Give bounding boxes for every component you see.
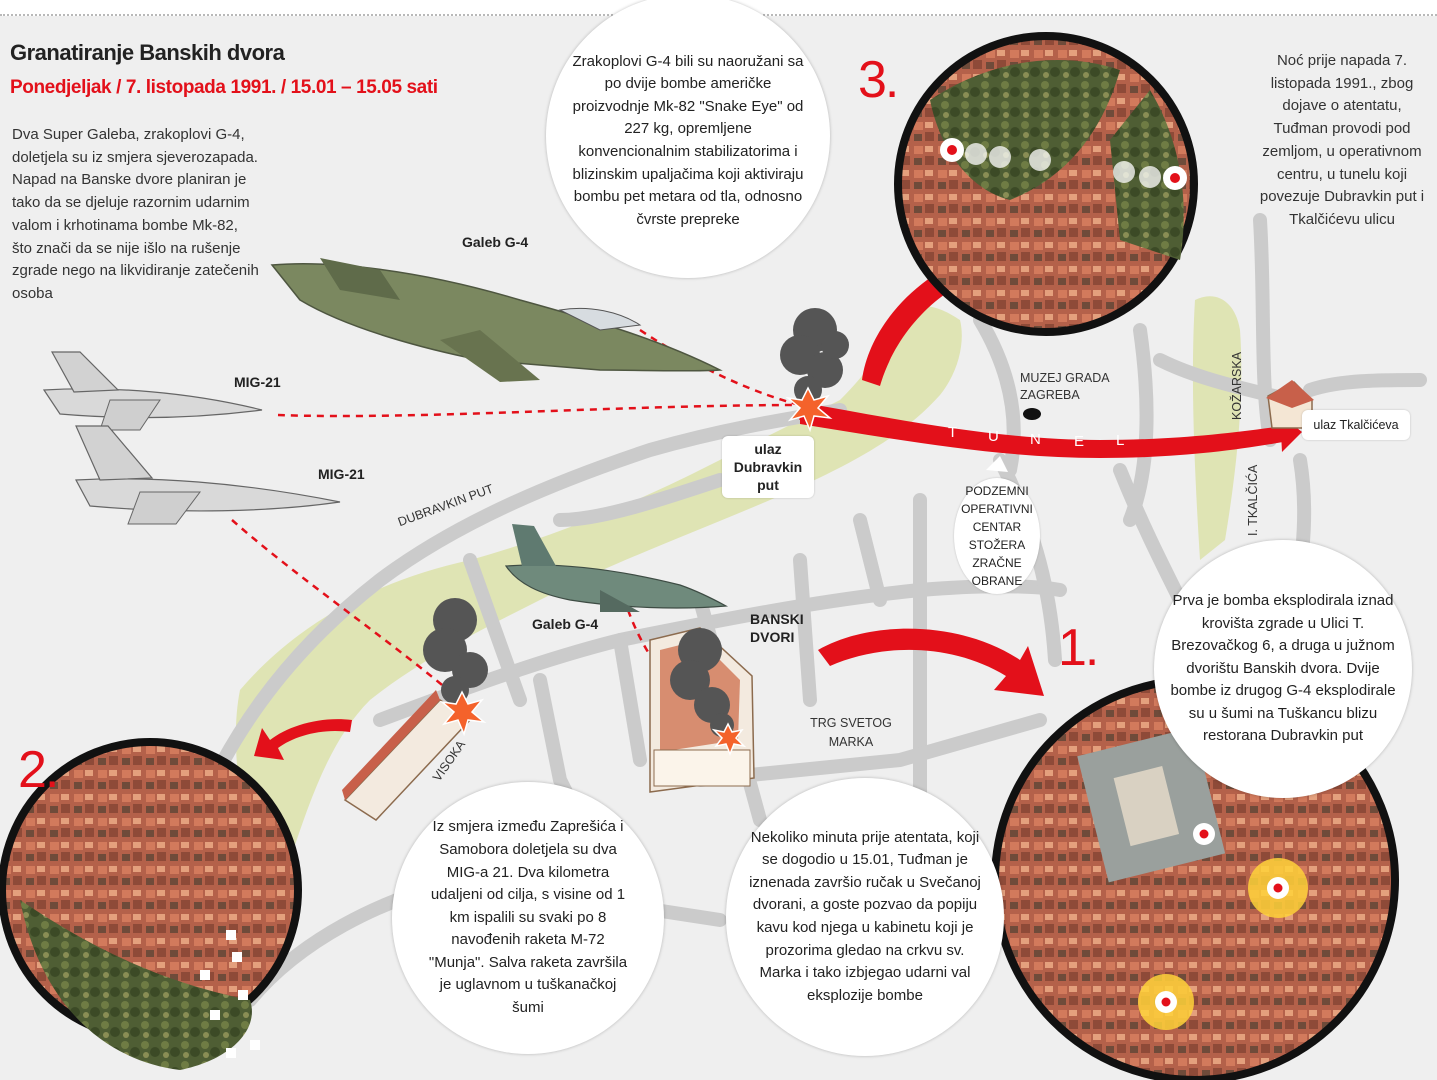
explosion-icon [439, 690, 487, 737]
label-muzej-grada: MUZEJ GRADA ZAGREBA [1020, 371, 1109, 402]
tunnel-letter: T [948, 424, 958, 441]
bubble-zrakoplovi: Zrakoplovi G-4 bili su naoružani sa po d… [546, 0, 830, 278]
label-banski-dvori: BANSKI DVORI [750, 611, 804, 645]
tunnel-letter: L [1116, 432, 1125, 449]
flight-path-galeb-top [639, 328, 801, 407]
location-marker-icon [1155, 823, 1289, 1013]
intro-paragraph: Dva Super Galeba, zrakoplovi G-4, doletj… [12, 126, 259, 302]
bubble-prva-bomba: Prva je bomba eksplodirala iznad krovišt… [1154, 540, 1412, 798]
arrow-to-1-icon [818, 628, 1044, 696]
step-number-3: 3. [858, 51, 899, 109]
page-subtitle: Ponedjeljak / 7. listopada 1991. / 15.01… [10, 77, 438, 98]
label-podzemni-centar: PODZEMNI OPERATIVNI CENTAR STOŽERA ZRAČN… [954, 478, 1040, 594]
arrow-to-2-icon [254, 719, 352, 760]
mig21-jet-bottom-icon [75, 425, 341, 525]
tunnel-letter: U [988, 428, 999, 445]
tunnel-band [800, 402, 1294, 458]
museum-marker-icon [1023, 408, 1041, 420]
green-strip-right [1192, 296, 1242, 560]
smoke-plume-icon [670, 628, 734, 737]
label-ulaz-dubravkin: ulaz Dubravkin put [722, 436, 814, 498]
bubble-iz-smjera-text: Iz smjera između Zaprešića i Samobora do… [428, 818, 628, 1017]
photo-circle-2 [0, 738, 302, 1070]
mig21-jet-top-icon [42, 351, 263, 431]
bubble-iz-smjera: Iz smjera između Zaprešića i Samobora do… [392, 782, 664, 1054]
callout-pointer [986, 456, 1008, 472]
explosion-icon [711, 722, 747, 757]
label-trg-svetog-marka: TRG SVETOG MARKA [810, 716, 892, 749]
label-mig-2: MIG-21 [318, 466, 365, 482]
galeb-jet-mid-icon [504, 524, 729, 612]
label-galeb-mid: Galeb G-4 [532, 616, 599, 632]
tunnel-letter: N [1030, 431, 1041, 448]
label-galeb-top: Galeb G-4 [462, 234, 529, 250]
step-number-2: 2. [18, 741, 59, 799]
label-road-tkalcica: I. TKALČIĆA [1246, 464, 1260, 536]
flight-path-mig1 [277, 403, 801, 418]
tunnel-letter: E [1074, 433, 1085, 450]
label-ulaz-tkalciceva: ulaz Tkalčićeva [1302, 410, 1410, 440]
smoke-plume-icon [780, 308, 849, 404]
page-title: Granatiranje Banskih dvora [10, 40, 285, 65]
bubble-nekoliko-minuta-text: Nekoliko minuta prije atentata, koji se … [749, 828, 981, 1004]
location-marker-icon [940, 138, 1187, 190]
bubble-prva-bomba-text: Prva je bomba eksplodirala iznad krovišt… [1170, 591, 1396, 745]
label-mig-1: MIG-21 [234, 374, 281, 390]
galeb-jet-top-icon [270, 258, 723, 382]
bubble-zrakoplovi-text: Zrakoplovi G-4 bili su naoružani sa po d… [572, 52, 804, 228]
step-number-1: 1. [1058, 619, 1099, 677]
explosion-icon [785, 386, 833, 433]
label-podzemni-centar-text: PODZEMNI OPERATIVNI CENTAR STOŽERA ZRAČN… [961, 484, 1033, 588]
night-before-paragraph: Noć prije napada 7. listopada 1991., zbo… [1259, 52, 1425, 228]
label-road-kozarska: KOŽARSKA [1230, 351, 1244, 420]
bubble-nekoliko-minuta: Nekoliko minuta prije atentata, koji se … [726, 778, 1004, 1056]
path-dots-marker-icon [200, 930, 260, 1058]
flight-path-mig2 [231, 519, 461, 701]
